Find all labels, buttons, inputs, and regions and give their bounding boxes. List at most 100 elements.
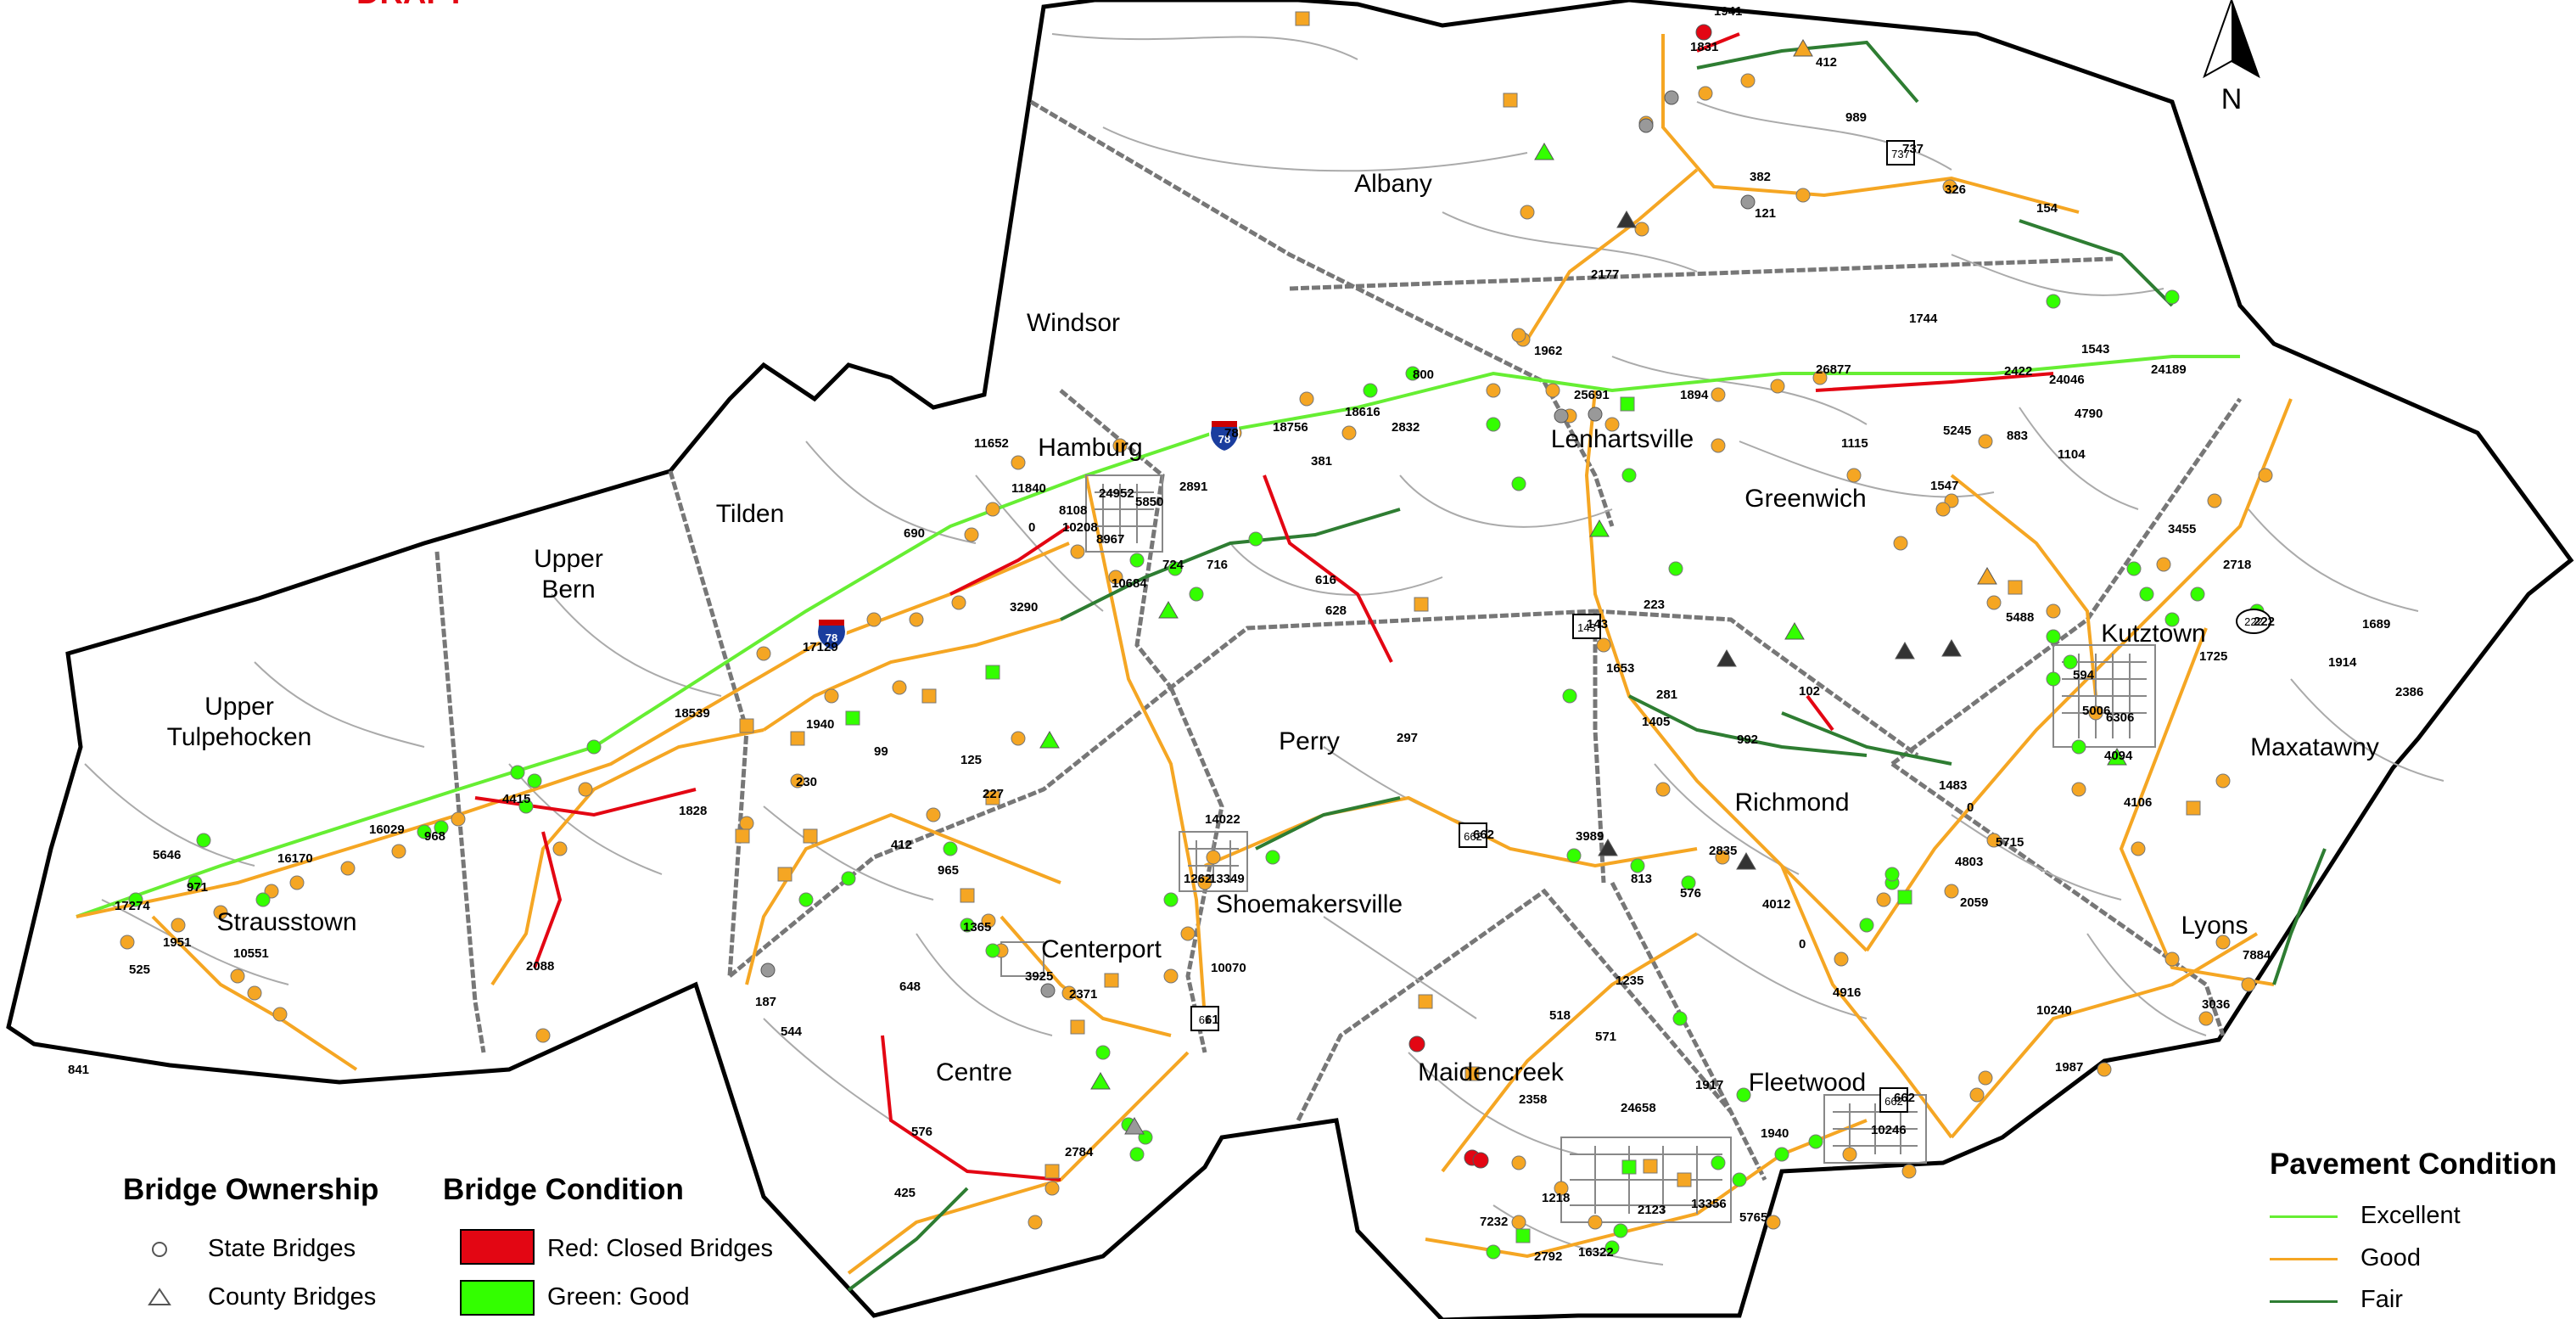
- state-bridge-good-pavement[interactable]: [1846, 468, 1862, 483]
- state-bridge-green-good[interactable]: [798, 892, 814, 907]
- state-bridge-good-pavement[interactable]: [1893, 536, 1908, 551]
- state-bridge-green-good[interactable]: [1711, 1155, 1726, 1170]
- state-bridge-green-good[interactable]: [255, 892, 271, 907]
- state-bridge-green-good[interactable]: [188, 875, 203, 890]
- state-bridge-green-good[interactable]: [985, 943, 1000, 958]
- state-bridge-green-good[interactable]: [1859, 918, 1874, 933]
- state-bridge-good-pavement[interactable]: [1942, 179, 1957, 194]
- state-bridge-good-pavement[interactable]: [1812, 370, 1828, 385]
- bridge-square-green[interactable]: [1620, 396, 1635, 412]
- bridge-square-orange[interactable]: [1418, 994, 1433, 1009]
- state-bridge-good-pavement[interactable]: [981, 913, 996, 929]
- state-bridge-good-pavement[interactable]: [824, 688, 839, 704]
- county-bridge-marker[interactable]: [2107, 748, 2127, 766]
- state-bridge-good-pavement[interactable]: [739, 816, 754, 831]
- state-bridge-good-pavement[interactable]: [2215, 773, 2231, 789]
- county-bridge-marker[interactable]: [1589, 519, 1610, 537]
- state-bridge-good-pavement[interactable]: [289, 875, 305, 890]
- state-bridge-good-pavement[interactable]: [552, 841, 568, 856]
- county-bridge-marker[interactable]: [1736, 852, 1756, 870]
- state-bridge-good-pavement[interactable]: [2131, 841, 2146, 856]
- state-bridge-good-pavement[interactable]: [2097, 1062, 2112, 1077]
- bridge-square-orange[interactable]: [739, 718, 754, 733]
- state-bridge-good-pavement[interactable]: [1028, 1215, 1043, 1230]
- state-bridge-good-pavement[interactable]: [1901, 1164, 1917, 1179]
- state-bridge-good-pavement[interactable]: [1112, 438, 1128, 453]
- state-bridge-green-good[interactable]: [1774, 1147, 1789, 1162]
- state-bridge-gray[interactable]: [1588, 407, 1603, 422]
- state-bridge-good-pavement[interactable]: [1545, 383, 1560, 398]
- state-bridge-red-closed[interactable]: [1695, 24, 1712, 41]
- state-bridge-good-pavement[interactable]: [1070, 544, 1085, 559]
- bridge-square-orange[interactable]: [1295, 11, 1310, 26]
- state-bridge-green-good[interactable]: [2046, 629, 2061, 644]
- state-bridge-green-good[interactable]: [943, 841, 958, 856]
- state-bridge-good-pavement[interactable]: [272, 1007, 288, 1022]
- bridge-square-orange[interactable]: [1677, 1172, 1692, 1187]
- bridge-square-orange[interactable]: [1104, 973, 1119, 988]
- state-bridge-green-good[interactable]: [1672, 1011, 1688, 1026]
- state-bridge-green-good[interactable]: [510, 765, 525, 780]
- state-bridge-good-pavement[interactable]: [985, 502, 1000, 517]
- state-bridge-good-pavement[interactable]: [1842, 1147, 1857, 1162]
- state-bridge-green-good[interactable]: [2139, 587, 2154, 602]
- state-bridge-green-good[interactable]: [1511, 476, 1526, 491]
- state-bridge-good-pavement[interactable]: [1588, 1215, 1603, 1230]
- state-bridge-green-good[interactable]: [1363, 383, 1378, 398]
- county-bridge-marker[interactable]: [1039, 731, 1060, 749]
- state-bridge-good-pavement[interactable]: [926, 807, 941, 822]
- county-bridge-marker[interactable]: [1977, 567, 1997, 585]
- county-bridge-marker[interactable]: [1941, 639, 1962, 657]
- state-bridge-green-good[interactable]: [1265, 850, 1280, 865]
- state-bridge-good-pavement[interactable]: [1986, 833, 2002, 848]
- state-bridge-green-good[interactable]: [1604, 1240, 1620, 1255]
- state-bridge-good-pavement[interactable]: [1795, 188, 1811, 203]
- state-bridge-good-pavement[interactable]: [391, 844, 406, 859]
- bridge-markers[interactable]: [120, 11, 2273, 1260]
- state-bridge-green-good[interactable]: [2190, 587, 2205, 602]
- state-bridge-good-pavement[interactable]: [213, 905, 228, 920]
- state-bridge-good-pavement[interactable]: [1044, 1181, 1060, 1196]
- state-bridge-green-good[interactable]: [1486, 1244, 1501, 1260]
- state-bridge-good-pavement[interactable]: [1108, 570, 1123, 585]
- bridge-square-orange[interactable]: [777, 867, 792, 882]
- bridge-square-orange[interactable]: [1643, 1159, 1658, 1174]
- state-bridge-good-pavement[interactable]: [1711, 387, 1726, 402]
- state-bridge-good-pavement[interactable]: [1596, 637, 1611, 653]
- bridge-square-green[interactable]: [1515, 1228, 1531, 1243]
- county-bridge-marker[interactable]: [1124, 1117, 1145, 1135]
- state-bridge-green-good[interactable]: [960, 918, 975, 933]
- state-bridge-good-pavement[interactable]: [1604, 417, 1620, 432]
- state-bridge-green-good[interactable]: [1248, 531, 1263, 547]
- state-bridge-green-good[interactable]: [1405, 366, 1420, 381]
- state-bridge-gray[interactable]: [1554, 408, 1569, 424]
- state-bridge-good-pavement[interactable]: [2258, 468, 2273, 483]
- bridge-square-orange[interactable]: [985, 790, 1000, 805]
- county-bridge-marker[interactable]: [1793, 39, 1813, 57]
- state-bridge-good-pavement[interactable]: [892, 680, 907, 695]
- state-bridge-good-pavement[interactable]: [790, 773, 805, 789]
- state-bridge-good-pavement[interactable]: [1766, 1215, 1781, 1230]
- state-bridge-good-pavement[interactable]: [951, 595, 966, 610]
- state-bridge-gray[interactable]: [1740, 194, 1756, 210]
- county-bridge-marker[interactable]: [1534, 143, 1554, 160]
- state-bridge-green-good[interactable]: [1736, 1087, 1751, 1103]
- state-bridge-green-good[interactable]: [1095, 1045, 1111, 1060]
- state-bridge-gray[interactable]: [1664, 90, 1679, 105]
- bridge-square-orange[interactable]: [1070, 1019, 1085, 1035]
- bridge-square-orange[interactable]: [2008, 580, 2023, 595]
- state-bridge-good-pavement[interactable]: [1634, 222, 1649, 237]
- state-bridge-good-pavement[interactable]: [535, 1028, 551, 1043]
- state-bridge-good-pavement[interactable]: [1876, 892, 1891, 907]
- state-bridge-good-pavement[interactable]: [1655, 782, 1671, 797]
- state-bridge-good-pavement[interactable]: [1011, 731, 1026, 746]
- state-bridge-green-good[interactable]: [417, 824, 432, 839]
- state-bridge-good-pavement[interactable]: [171, 918, 186, 933]
- bridge-square-green[interactable]: [1897, 890, 1912, 905]
- state-bridge-green-good[interactable]: [527, 773, 542, 789]
- county-bridge-marker[interactable]: [1158, 601, 1179, 619]
- bridge-square-green[interactable]: [985, 665, 1000, 680]
- state-bridge-green-good[interactable]: [1668, 561, 1683, 576]
- state-bridge-good-pavement[interactable]: [1341, 425, 1357, 441]
- state-bridge-green-good[interactable]: [2046, 671, 2061, 687]
